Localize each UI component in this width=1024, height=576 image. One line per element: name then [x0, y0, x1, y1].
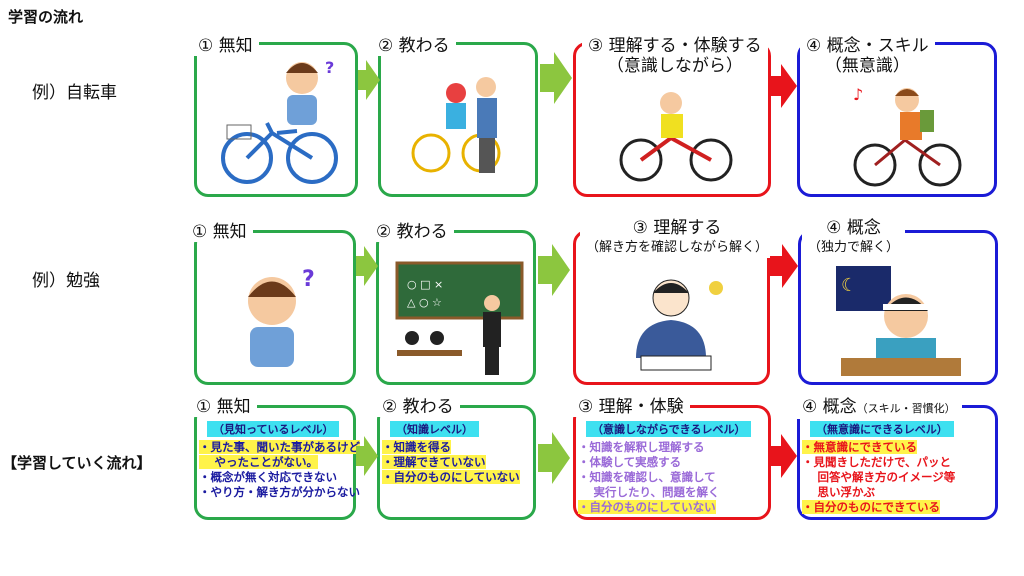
step-title-text: ③ 理解する・体験する — [588, 36, 762, 56]
svg-text:☾: ☾ — [841, 275, 857, 296]
level-tag: （見知っているレベル） — [207, 421, 340, 437]
flow-item: ・知識を解釈し理解する — [578, 440, 705, 454]
flow-item: ・見た事、聞いた事があるけど — [199, 440, 360, 454]
step-title-text: ③ 理解する — [632, 218, 722, 238]
row-label-bicycle: 例）自転車 — [32, 83, 117, 103]
arrow-right-icon — [356, 246, 378, 286]
step-box-bicycle-1: ? — [194, 42, 358, 197]
flow-title: ② 教わる — [376, 397, 460, 417]
riding-struggle-icon — [606, 85, 746, 190]
flow-item: ・自分のものにできている — [802, 500, 940, 514]
student-idea-icon — [616, 263, 736, 383]
flow-item: 実行したり、問題を解く — [578, 485, 720, 499]
step-title: ④ 概念・スキル（無意識） — [800, 36, 935, 76]
step-title-text: ④ 概念・スキル — [806, 36, 929, 56]
flow-item: 思い浮かぶ — [802, 485, 876, 499]
flow-item: ・理解できていない — [382, 455, 486, 469]
flow-box-3: （意識しながらできるレベル） ・知識を解釈し理解する ・体験して実感する ・知識… — [573, 405, 771, 520]
confused-boy-bicycle-icon: ? — [207, 53, 347, 193]
flow-item: ・知識を確認し、意識して — [578, 470, 716, 484]
classroom-icon: ○ □ × △ ○ ☆ — [384, 255, 529, 380]
level-tag: （意識しながらできるレベル） — [586, 421, 752, 437]
step-box-bicycle-2 — [378, 42, 538, 197]
step-box-study-4: ☾ — [798, 230, 998, 385]
flow-title-note: （スキル・習慣化） — [856, 402, 956, 415]
flow-box-4: （無意識にできるレベル） ・無意識にできている ・見聞きしただけで、パッと 回答… — [797, 405, 998, 520]
step-title-text: ④ 概念 — [826, 218, 881, 238]
step-subtitle: （独力で解く） — [808, 240, 900, 255]
svg-text:△ ○ ☆: △ ○ ☆ — [407, 296, 442, 309]
step-title: ③ 理解する （解き方を確認しながら解く） — [580, 218, 775, 258]
arrow-right-icon — [538, 432, 570, 484]
step-title: ① 無知 — [186, 222, 253, 242]
row-label-study: 例）勉強 — [32, 271, 100, 291]
svg-text:?: ? — [302, 267, 315, 292]
flow-title: ① 無知 — [190, 397, 257, 417]
arrow-right-icon — [358, 60, 380, 100]
flow-item: ・体験して実感する — [578, 455, 682, 469]
flow-item: ・やり方・解き方が分からない — [199, 485, 360, 499]
flow-list: ・見た事、聞いた事があるけど やったことがない。 ・概念が無く対応できない ・や… — [197, 440, 360, 500]
flow-title-text: ④ 概念 — [802, 397, 857, 417]
step-title: ④ 概念 （独力で解く） — [802, 218, 906, 258]
flow-item: やったことがない。 — [199, 455, 319, 469]
row-label-flow: 【学習していく流れ】 — [2, 454, 152, 472]
flow-item: ・概念が無く対応できない — [199, 470, 337, 484]
riding-easy-icon: ♪ — [840, 80, 970, 190]
flow-item: ・知識を得る — [382, 440, 451, 454]
step-subtitle: （解き方を確認しながら解く） — [586, 240, 769, 255]
step-title: ③ 理解する・体験する（意識しながら） — [582, 36, 768, 76]
svg-text:○ □ ×: ○ □ × — [407, 278, 443, 291]
step-subtitle: （無意識） — [824, 56, 910, 76]
arrow-right-icon — [771, 64, 797, 108]
flow-item: ・自分のものにしていない — [382, 470, 520, 484]
flow-list: ・知識を解釈し理解する ・体験して実感する ・知識を確認し、意識して 実行したり… — [576, 440, 768, 515]
teaching-bicycle-icon — [391, 65, 531, 190]
arrow-right-icon — [356, 436, 378, 476]
flow-item: ・無意識にできている — [802, 440, 917, 454]
flow-title: ③ 理解・体験 — [572, 397, 690, 417]
step-title: ② 教わる — [372, 36, 456, 56]
page-title: 学習の流れ — [8, 8, 84, 26]
confused-boy-icon: ? — [217, 253, 337, 378]
flow-item: ・見聞きしただけで、パッと — [802, 455, 952, 469]
flow-list: ・無意識にできている ・見聞きしただけで、パッと 回答や解き方のイメージ等 思い… — [800, 440, 995, 515]
arrow-right-icon — [770, 244, 798, 288]
arrow-right-icon — [538, 244, 570, 296]
step-box-study-2: ○ □ × △ ○ ☆ — [376, 230, 536, 385]
flow-list: ・知識を得る ・理解できていない ・自分のものにしていない — [380, 440, 533, 485]
arrow-right-icon — [540, 52, 572, 104]
flow-item: 回答や解き方のイメージ等 — [802, 470, 956, 484]
level-tag: （無意識にできるレベル） — [810, 421, 954, 437]
step-subtitle: （意識しながら） — [606, 56, 743, 76]
step-box-study-1: ? — [194, 230, 356, 385]
svg-text:♪: ♪ — [853, 85, 863, 104]
flow-box-1: （見知っているレベル） ・見た事、聞いた事があるけど やったことがない。 ・概念… — [194, 405, 360, 520]
flow-title: ④ 概念（スキル・習慣化） — [796, 397, 962, 419]
arrow-right-icon — [771, 434, 797, 478]
level-tag: （知識レベル） — [390, 421, 479, 437]
studying-night-icon: ☾ — [831, 263, 971, 383]
svg-text:?: ? — [325, 58, 334, 77]
step-title: ② 教わる — [370, 222, 454, 242]
flow-item: ・自分のものにしていない — [578, 500, 716, 514]
step-title: ① 無知 — [192, 36, 259, 56]
